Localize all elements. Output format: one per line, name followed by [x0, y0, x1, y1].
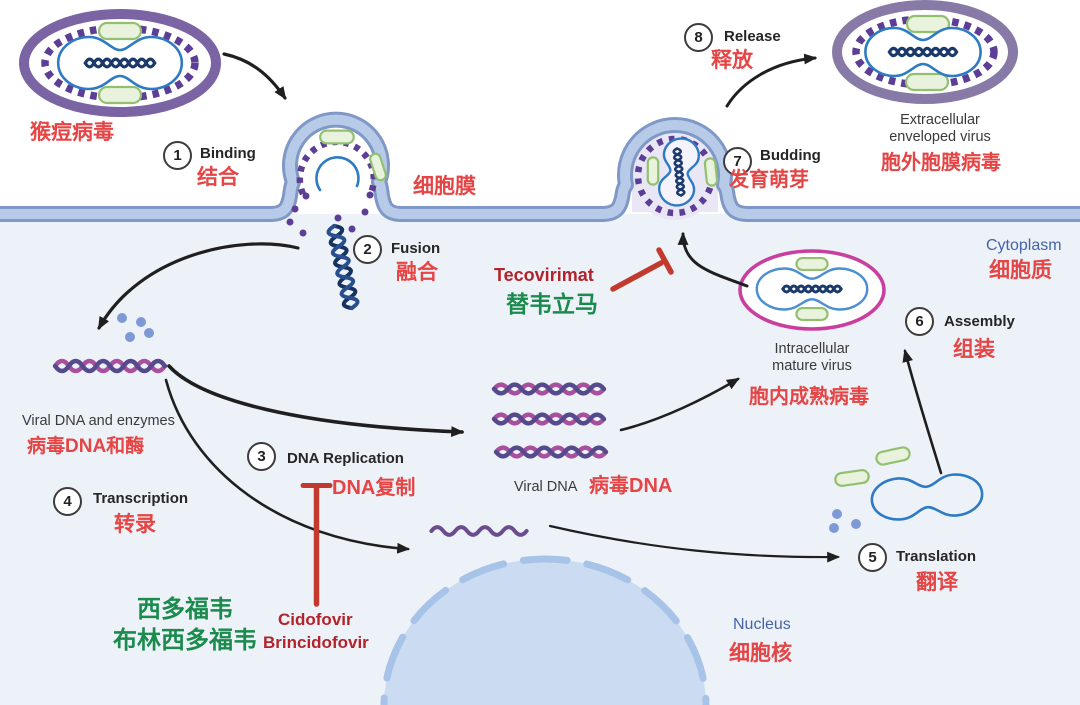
fusing-virion: [286, 129, 388, 312]
extracellular-enveloped-virion: [832, 0, 1018, 104]
step-1-label-en: Binding: [200, 145, 256, 162]
budding-arrow: [677, 231, 749, 288]
brincidofovir-label-en: Brincidofovir: [263, 633, 369, 652]
nucleus-label-en: Nucleus: [733, 616, 791, 633]
step-4-label-cn: 转录: [114, 513, 156, 536]
monkeypox-virion: [19, 9, 221, 117]
imv-label-cn: 胞内成熟病毒: [749, 386, 869, 408]
protein-dots: [829, 509, 861, 533]
step-8-label-en: Release: [724, 28, 781, 45]
released-capsid-dots: [286, 191, 374, 237]
imv-label-en-line2: mature virus: [772, 357, 852, 374]
eev-label-cn: 胞外胞膜病毒: [881, 152, 1001, 174]
assembly-arrow: [902, 348, 943, 475]
eev-label-en: Extracellular enveloped virus: [860, 112, 1020, 145]
fusion-release-arrow: [97, 242, 300, 330]
step-2-label-en: Fusion: [391, 240, 441, 257]
binding-arrow: [222, 52, 287, 100]
step-7-label-en: Budding: [760, 147, 821, 164]
viral-dna-and-enzymes-helix: [55, 313, 165, 371]
step-3-number: 3: [247, 442, 276, 471]
budding-virion: [634, 135, 719, 217]
step-7-label-cn: 发育萌芽: [729, 169, 809, 191]
step-8-label-cn: 释放: [711, 49, 753, 72]
viral-dna-enzymes-label-cn: 病毒DNA和酶: [27, 436, 145, 457]
tecovirimat-label-cn: 替韦立马: [506, 291, 598, 317]
step-1-number: 1: [163, 141, 192, 170]
cidofovir-label-cn: 西多福韦: [137, 596, 233, 623]
step-5-label-cn: 翻译: [916, 571, 958, 594]
step-7-number: 7: [723, 147, 752, 176]
step-6-label-cn: 组装: [953, 338, 995, 361]
tecovirimat-label-en: Tecovirimat: [494, 265, 594, 285]
eev-label-en-line1: Extracellular: [900, 112, 980, 128]
eev-label-en-line2: enveloped virus: [889, 128, 991, 145]
step-4-number: 4: [53, 487, 82, 516]
step-8-number: 8: [684, 23, 713, 52]
cytoplasm-label-cn: 细胞质: [989, 259, 1052, 282]
step-5-number: 5: [858, 543, 887, 572]
step-2-label-cn: 融合: [396, 261, 438, 284]
viral-dna-enzymes-label-en: Viral DNA and enzymes: [22, 413, 175, 429]
step-5-label-en: Translation: [896, 548, 977, 565]
cidofovir-inhibition-bar: [300, 483, 333, 607]
tecovirimat-inhibition-bar: [610, 247, 674, 292]
step-3-label-en: DNA Replication: [287, 450, 404, 467]
imv-label-en-line1: Intracellular: [774, 341, 850, 357]
dna-to-mature-virus-arrow: [619, 377, 740, 432]
step-6-label-en: Assembly: [944, 313, 1015, 330]
release-arrow: [725, 53, 818, 108]
nucleus-label-cn: 细胞核: [729, 642, 792, 665]
monkeypox-virus-label-cn: 猴痘病毒: [30, 121, 114, 144]
brincidofovir-label-cn: 布林西多福韦: [113, 627, 257, 654]
process-arrows: [97, 52, 943, 563]
enzyme-dots: [117, 313, 154, 342]
replication-arrow: [167, 364, 465, 438]
cidofovir-label-en: Cidofovir: [278, 610, 353, 629]
step-2-number: 2: [353, 235, 382, 264]
imv-label-en: Intracellular mature virus: [737, 341, 887, 374]
step-1-label-cn: 结合: [197, 166, 239, 189]
intracellular-mature-virion: [738, 249, 886, 331]
cytoplasm-label-en: Cytoplasm: [986, 237, 1062, 254]
viral-dna-label-cn: 病毒DNA: [589, 475, 673, 497]
transcription-arrow: [164, 378, 411, 554]
step-6-number: 6: [905, 307, 934, 336]
step-3-label-cn: DNA复制: [332, 477, 416, 499]
step-4-label-en: Transcription: [93, 490, 189, 507]
viral-dna-label-en: Viral DNA: [514, 479, 578, 495]
translation-arrow: [548, 524, 841, 563]
translation-products: [829, 445, 985, 533]
nucleus-shape: [380, 555, 710, 705]
cell-membrane-label-cn: 细胞膜: [413, 175, 476, 198]
